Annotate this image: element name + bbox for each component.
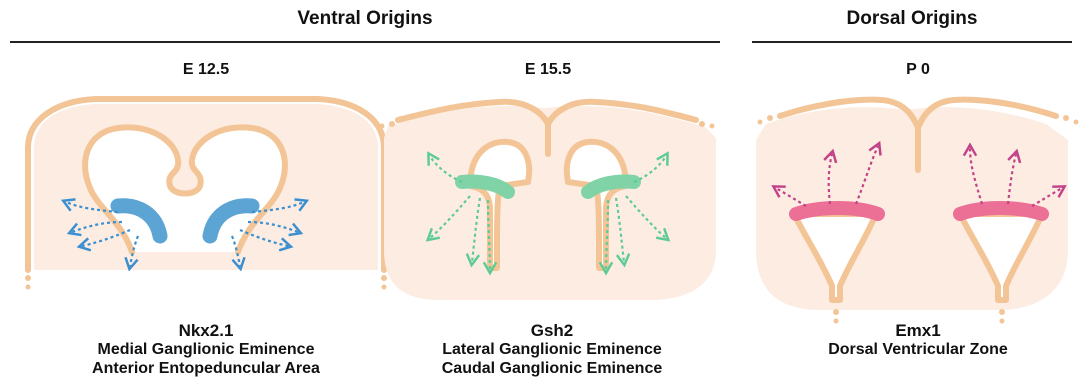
brain-section-e12 [25,99,387,290]
gene-name: Gsh2 [382,321,722,340]
region-label: Medial Ganglionic Eminence [36,340,376,359]
stage-label-p0: P 0 [818,61,1018,79]
dvz-right [960,208,1042,214]
caption-e12: Nkx2.1 Medial Ganglionic Eminence Anteri… [36,321,376,378]
caption-e15: Gsh2 Lateral Ganglionic Eminence Caudal … [382,321,722,378]
caption-p0: Emx1 Dorsal Ventricular Zone [758,321,1078,359]
gene-name: Emx1 [758,321,1078,340]
region-label: Caudal Ganglionic Eminence [382,359,722,378]
stage-label-e12: E 12.5 [106,61,306,79]
stage-label-e15: E 15.5 [448,61,648,79]
region-label: Anterior Entopeduncular Area [36,359,376,378]
brain-section-p0 [756,100,1079,324]
region-label: Dorsal Ventricular Zone [758,340,1078,359]
dorsal-origins-heading: Dorsal Origins [812,8,1012,30]
dvz-left [796,208,878,214]
ventral-origins-heading: Ventral Origins [215,8,515,30]
region-label: Lateral Ganglionic Eminence [382,340,722,359]
brain-section-e15 [380,102,717,300]
gene-name: Nkx2.1 [36,321,376,340]
